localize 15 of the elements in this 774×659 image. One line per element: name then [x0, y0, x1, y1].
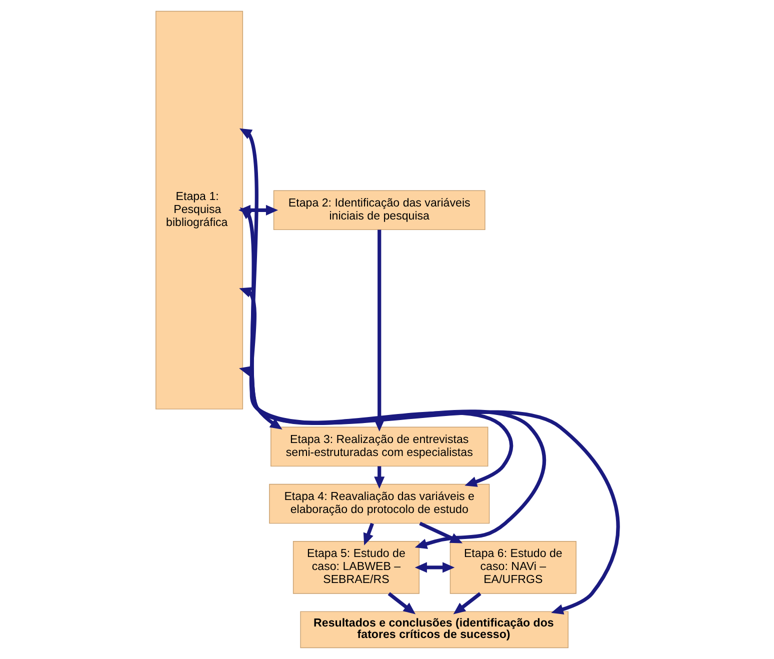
arrow [388, 592, 416, 614]
node-box: Etapa 1: Pesquisa bibliográfica [156, 10, 244, 410]
node-box: Etapa 2: Identificação das variáveis iniciais de pesquisa [273, 190, 486, 230]
node-box: Etapa 5: Estudo de caso: LABWEB – SEBRAE/RS [292, 541, 420, 594]
node-box: Resultados e conclusões (identificação dos fatores críticos de sucesso) [300, 611, 568, 648]
node-box: Etapa 6: Estudo de caso: NAVi – EA/UFRGS [450, 541, 576, 594]
arrow [363, 522, 374, 546]
node-box: Etapa 4: Reavaliação das variáveis e elaboração do protocolo de estudo [269, 484, 490, 524]
arrow [240, 207, 514, 487]
arrow [453, 592, 482, 614]
node-box: Etapa 3: Realização de entrevistas semi-estruturadas com especialistas [270, 426, 488, 467]
arrow [414, 562, 455, 573]
arrow [374, 466, 385, 489]
arrow [239, 287, 546, 549]
arrow [239, 366, 620, 614]
